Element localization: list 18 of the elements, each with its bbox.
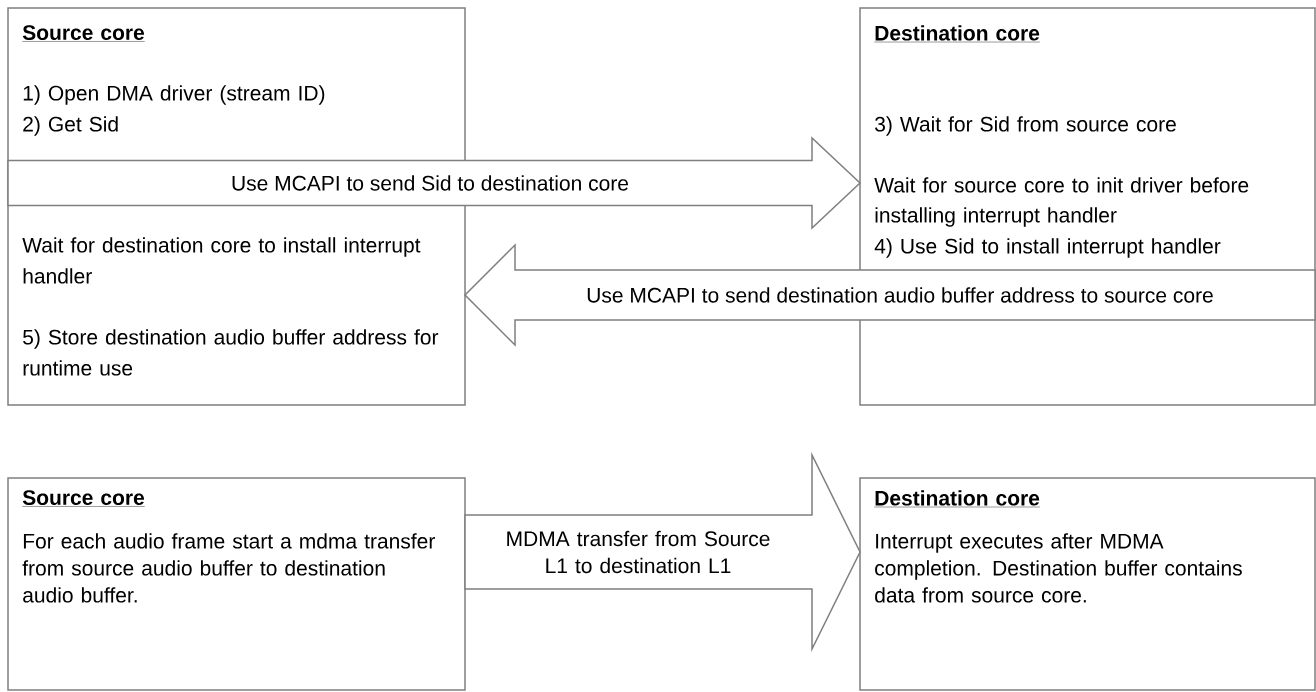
step-text: 2) Get Sid: [23, 116, 118, 136]
step-text: For each audio frame start a mdma transfer from source audio buffer to destination audio buffer.: [22, 533, 435, 603]
step-text: 1) Open DMA driver (stream ID): [23, 85, 325, 105]
box-heading: Source core: [22, 25, 145, 42]
box-heading: Destination core: [874, 25, 1041, 43]
step-text: 4) Use Sid to install interrupt handler: [874, 238, 1221, 258]
step-text: 3) Wait for Sid from source core: [875, 116, 1176, 136]
box-heading: Destination core: [874, 490, 1041, 508]
core-box: [859, 477, 1316, 691]
arrow-label: Use MCAPI to send Sid to destination core: [230, 174, 631, 192]
box-heading: Source core: [22, 490, 145, 507]
core-box: [7, 477, 466, 691]
arrow-label: MDMA transfer from Source L1 to destination L1: [493, 529, 783, 575]
step-text: 5) Store destination audio buffer address for runtime use: [23, 329, 439, 376]
step-text: Wait for source core to init driver before installing interrupt handler: [874, 177, 1249, 227]
step-text: Interrupt executes after MDMA completion. Destination buffer contains data from source core.: [875, 533, 1242, 603]
step-text: Wait for destination core to install interrupt handler: [22, 237, 421, 284]
arrow-label: Use MCAPI to send destination audio buffer address to source core: [585, 286, 1215, 304]
